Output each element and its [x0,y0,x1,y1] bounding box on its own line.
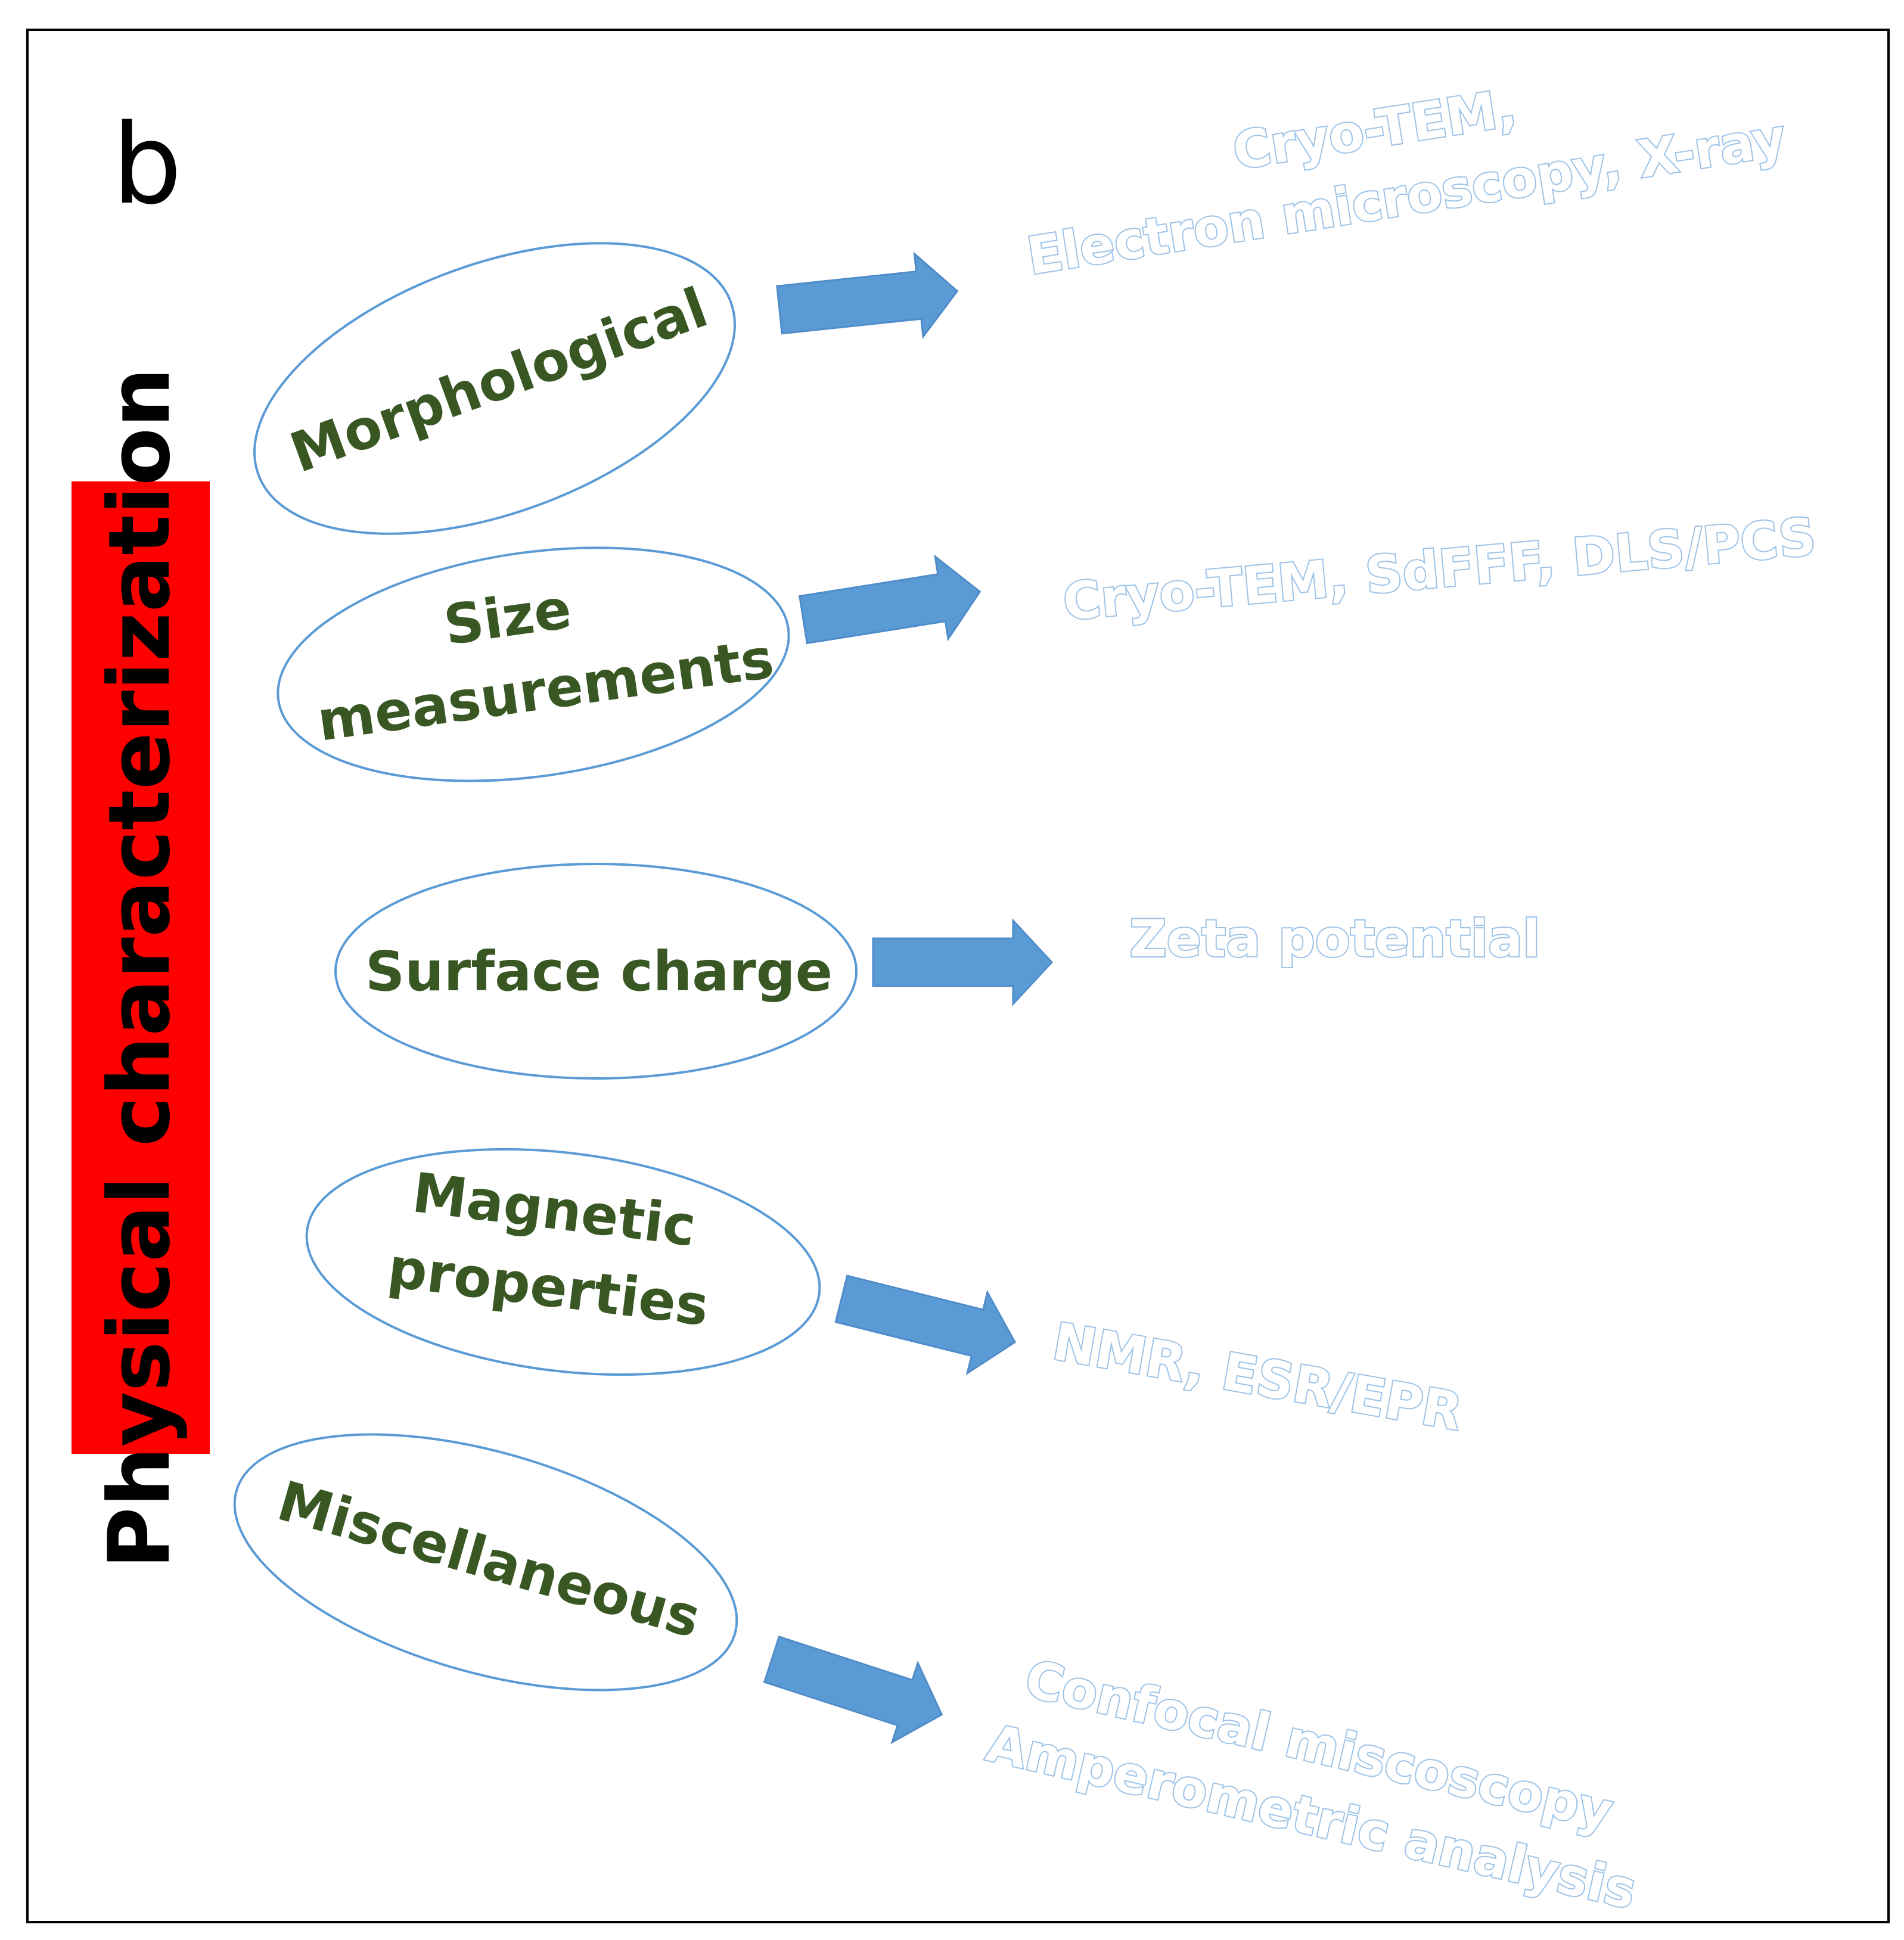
arrow-misc [763,1636,943,1745]
method-label-line: NMR, ESR/EPR [1048,1312,1466,1442]
category-label-line: Morphological [282,275,716,485]
method-label: Cryo-TEM, SdFFF, DLS/PCS [1061,507,1818,632]
category-size: Size measurements Cryo-TEM, SdFFF, DLS/P… [277,506,1819,782]
arrow-morphological [776,251,959,340]
category-misc: Miscellaneous Confocal miscoscopy Ampero… [233,1433,1658,1922]
arrow-size [799,554,981,645]
method-label: Cryo-TEM, Electron microscopy, X-ray [1012,37,1790,287]
panel-label: b [112,100,182,229]
arrow-surface-charge [872,918,1054,1006]
category-ellipse [253,242,736,535]
category-label: Size measurements [303,550,777,754]
category-ellipse [305,1148,821,1376]
category-label: Magnetic properties [384,1159,722,1338]
category-label-line: measurements [313,627,777,754]
category-label: Surface charge [365,940,833,1003]
method-label: Zeta potential [1129,909,1540,969]
category-magnetic: Magnetic properties NMR, ESR/EPR [305,1148,1468,1444]
sidebar-label: Physical characterization [91,368,189,1569]
category-label: Miscellaneous [271,1469,707,1650]
method-label-line: Zeta potential [1129,909,1540,969]
method-label: NMR, ESR/EPR [1048,1312,1466,1442]
sidebar-box [72,481,210,1454]
category-label-line: Surface charge [365,940,833,1003]
method-label: Confocal miscoscopy Amperometric analysi… [981,1644,1658,1921]
category-ellipse [233,1433,738,1692]
category-morphological: Morphological Cryo-TEM, Electron microsc… [253,37,1791,535]
arrow-magnetic [834,1274,1017,1376]
category-ellipse [334,863,858,1080]
category-ellipse [277,546,790,782]
figure-frame [26,29,1890,1923]
category-surface-charge: Surface charge Zeta potential [334,863,1542,1080]
category-label-line: Miscellaneous [271,1469,707,1650]
category-label: Morphological [282,275,716,485]
category-label-line: Size [440,577,575,658]
method-label-line: Cryo-TEM, SdFFF, DLS/PCS [1061,507,1818,632]
